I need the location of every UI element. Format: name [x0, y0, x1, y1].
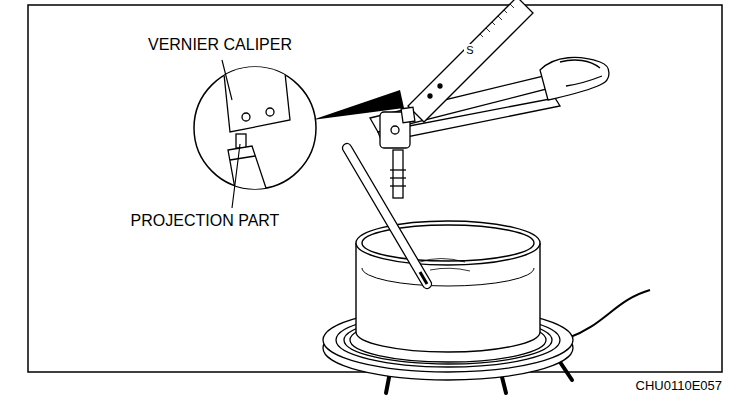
- clamp-tool: [370, 57, 609, 148]
- scale-mark: S: [464, 44, 475, 56]
- thermostat: [390, 150, 406, 198]
- vernier-caliper: [401, 0, 533, 123]
- detail-inset: [194, 45, 316, 205]
- part-label: VERNIER CALIPER: [148, 36, 292, 54]
- beaker: [356, 221, 540, 352]
- frame: [28, 5, 722, 372]
- leader-lines: [222, 60, 240, 208]
- thermometer: [343, 144, 432, 289]
- figure-code: CHU0110E057: [636, 379, 722, 393]
- magnifier-wedge: [312, 90, 404, 120]
- part-label: PROJECTION PART: [131, 212, 280, 230]
